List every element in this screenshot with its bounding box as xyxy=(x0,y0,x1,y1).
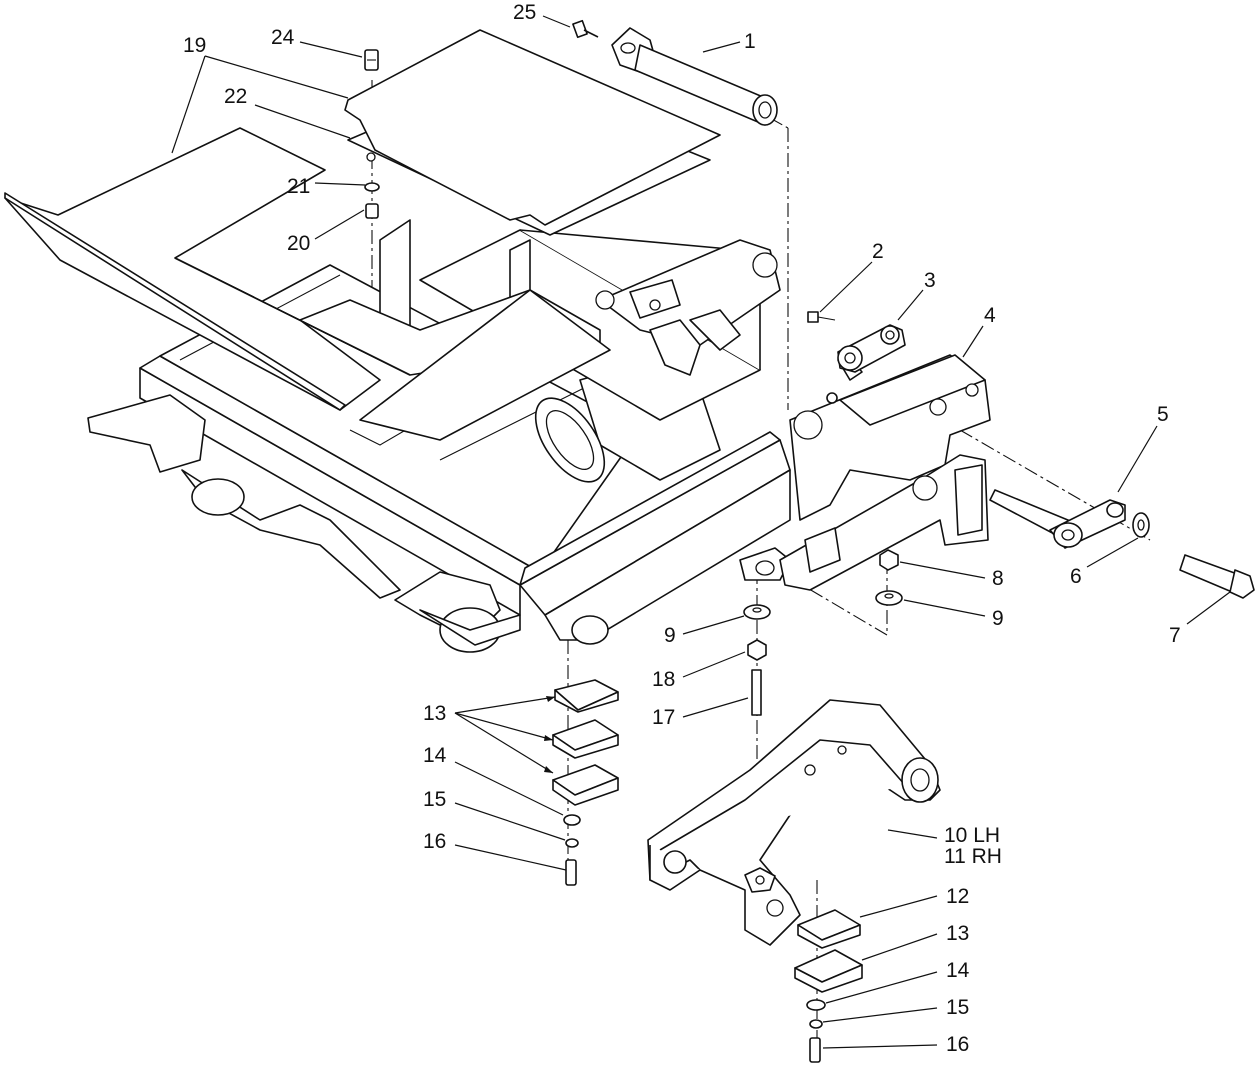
left-shim-stack xyxy=(552,679,619,886)
nuts-washers-8-9 xyxy=(743,549,903,716)
callout-2: 2 xyxy=(872,240,884,263)
callout-8: 8 xyxy=(992,567,1004,590)
callout-4: 4 xyxy=(984,304,996,327)
floor-panel xyxy=(4,127,611,441)
callout-15-left: 15 xyxy=(423,788,446,811)
link-3 xyxy=(807,311,906,373)
callout-17: 17 xyxy=(652,706,675,729)
callout-10: 10 LH xyxy=(944,824,1000,847)
callout-9-left: 9 xyxy=(664,624,676,647)
seat-plates xyxy=(344,29,721,236)
pivot-pin xyxy=(611,27,778,126)
callout-22: 22 xyxy=(224,85,247,108)
callout-5: 5 xyxy=(1157,403,1169,426)
callout-14-right: 14 xyxy=(946,959,970,982)
callout-6: 6 xyxy=(1070,565,1082,588)
callout-3: 3 xyxy=(924,269,936,292)
callout-16-right: 16 xyxy=(946,1033,969,1056)
callout-20: 20 xyxy=(287,232,310,255)
callout-7: 7 xyxy=(1169,624,1181,647)
seat-fasteners xyxy=(364,49,380,219)
pin-assembly-5-6-7 xyxy=(989,489,1255,599)
callout-1: 1 xyxy=(744,30,756,53)
callout-18: 18 xyxy=(652,668,675,691)
callout-12: 12 xyxy=(946,885,969,908)
callout-24: 24 xyxy=(271,26,295,49)
callout-13-arrowheads xyxy=(544,696,555,773)
callout-13-right: 13 xyxy=(946,922,969,945)
callout-21: 21 xyxy=(287,175,310,198)
callout-labels: 1 2 3 4 5 6 7 8 9 9 10 LH 11 RH 12 13 13… xyxy=(183,1,1181,1056)
callout-11: 11 RH xyxy=(944,845,1002,868)
callout-14-left: 14 xyxy=(423,744,447,767)
leader-lines xyxy=(171,15,1231,1049)
bolt-25 xyxy=(572,19,599,39)
callout-16-left: 16 xyxy=(423,830,446,853)
right-shim-stack xyxy=(794,909,863,1063)
caster-mount xyxy=(647,699,941,946)
callout-9-right: 9 xyxy=(992,607,1004,630)
callout-15-right: 15 xyxy=(946,996,969,1019)
callout-13-left: 13 xyxy=(423,702,446,725)
callout-25: 25 xyxy=(513,1,536,24)
callout-19: 19 xyxy=(183,34,206,57)
